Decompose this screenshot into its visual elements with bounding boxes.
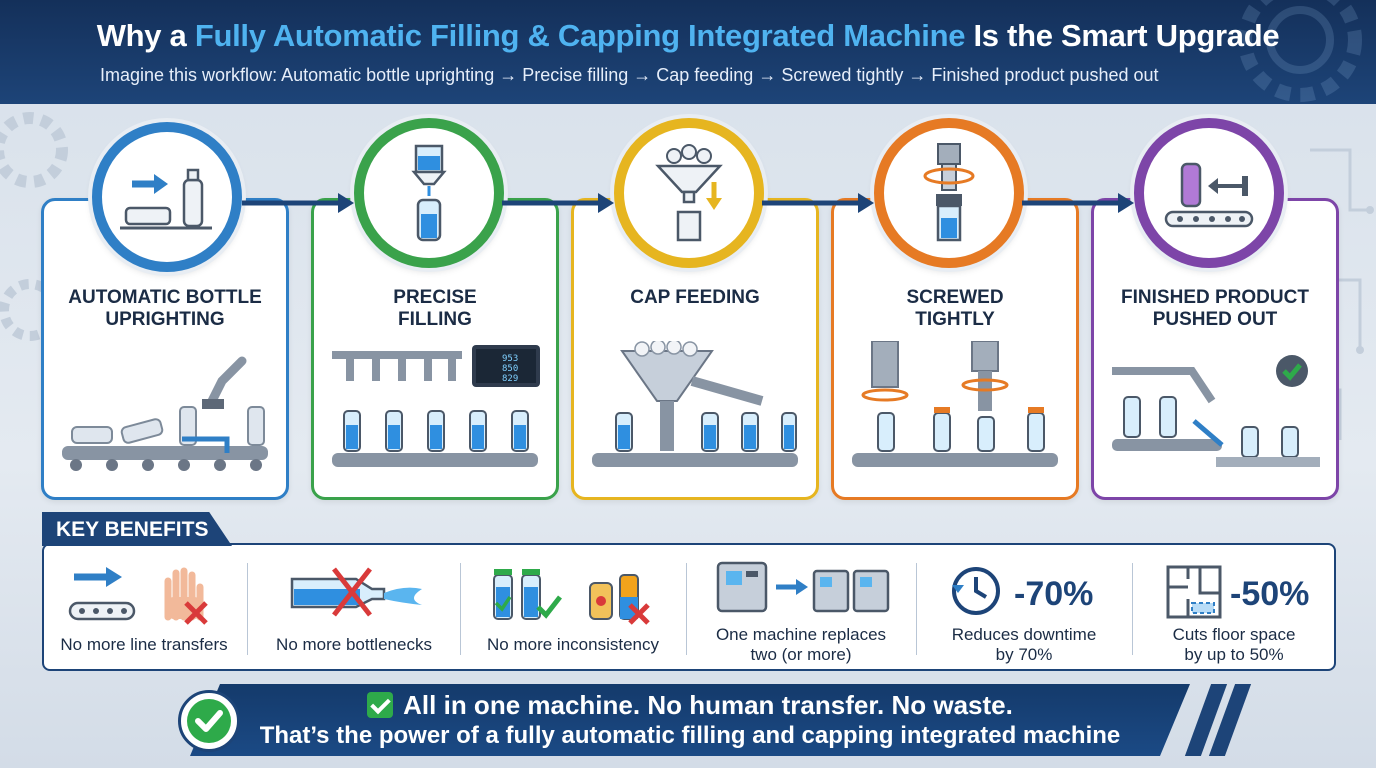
- step-icon-ring-screwed: [874, 118, 1024, 268]
- bottleneck-spill-icon: [290, 567, 422, 617]
- workflow-subtitle: Imagine this workflow: Automatic bottle …: [100, 65, 1159, 85]
- filling-scene-icon: 953 850 829: [332, 345, 540, 467]
- footer-headline: All in one machine. No human transfer. N…: [190, 690, 1190, 721]
- consistent-bottles-icon: [493, 569, 650, 625]
- screwing-scene-icon: [852, 341, 1058, 467]
- footer-tagline: That’s the power of a fully automatic fi…: [259, 722, 1121, 749]
- benefit-line-transfers: No more line transfers: [44, 553, 244, 665]
- floor-plan-icon: [1166, 565, 1222, 619]
- push-out-scene-icon: [1112, 355, 1320, 467]
- workflow-arrows: [242, 193, 1134, 213]
- conveyor-no-hand-icon: [68, 567, 208, 625]
- benefit-divider: [916, 563, 917, 655]
- step-icon-ring-push-out: [1134, 118, 1284, 268]
- cap-feeding-scene-icon: [592, 341, 798, 467]
- display-reading-1: 953: [502, 354, 518, 364]
- step-icon-ring-filling: [354, 118, 504, 268]
- benefit-divider: [247, 563, 248, 655]
- header-banner: Why a Fully Automatic Filling & Capping …: [0, 0, 1376, 104]
- cap-funnel-icon: [655, 144, 723, 242]
- big-check-icon: [178, 690, 240, 752]
- step-label: SCREWED TIGHTLY: [906, 287, 1004, 330]
- key-benefits-tag: KEY BENEFITS: [42, 512, 232, 546]
- display-reading-3: 829: [502, 374, 518, 384]
- filling-nozzle-icon: [411, 144, 447, 242]
- step-icon-ring-cap-feeding: [614, 118, 764, 268]
- machine-replaces-icon: [716, 561, 890, 613]
- push-out-icon: [1164, 162, 1254, 228]
- display-reading-2: 850: [502, 364, 518, 374]
- step-label: PRECISE FILLING: [393, 287, 477, 330]
- benefit-caption: No more bottlenecks: [276, 635, 432, 654]
- page-title: Why a Fully Automatic Filling & Capping …: [96, 18, 1280, 53]
- benefit-divider: [686, 563, 687, 655]
- uprighting-scene-icon: [62, 356, 268, 471]
- downtime-percent: -70%: [1014, 575, 1094, 613]
- floor-space-percent: -50%: [1230, 575, 1310, 613]
- step-icon-ring-uprighting: [92, 122, 242, 272]
- benefit-divider: [1132, 563, 1133, 655]
- footer-banner: All in one machine. No human transfer. N…: [190, 684, 1190, 756]
- benefit-inconsistency: No more inconsistency: [462, 553, 684, 665]
- benefit-divider: [460, 563, 461, 655]
- step-label: AUTOMATIC BOTTLE UPRIGHTING: [68, 287, 262, 330]
- step-label: FINISHED PRODUCT PUSHED OUT: [1121, 287, 1309, 330]
- benefit-caption: No more inconsistency: [487, 635, 659, 654]
- step-card-cap-feeding: CAP FEEDING: [571, 198, 819, 500]
- check-icon: [367, 692, 394, 718]
- step-label: CAP FEEDING: [630, 287, 760, 308]
- benefit-bottlenecks: No more bottlenecks: [250, 553, 458, 665]
- benefit-caption: No more line transfers: [60, 635, 228, 654]
- bottle-uprighting-icon: [120, 168, 212, 230]
- screw-cap-icon: [923, 143, 975, 242]
- clock-icon: [952, 567, 1000, 615]
- gear-decoration-icon: [1238, 0, 1362, 102]
- benefits-panel: No more line transfers No more bottlenec…: [42, 543, 1336, 671]
